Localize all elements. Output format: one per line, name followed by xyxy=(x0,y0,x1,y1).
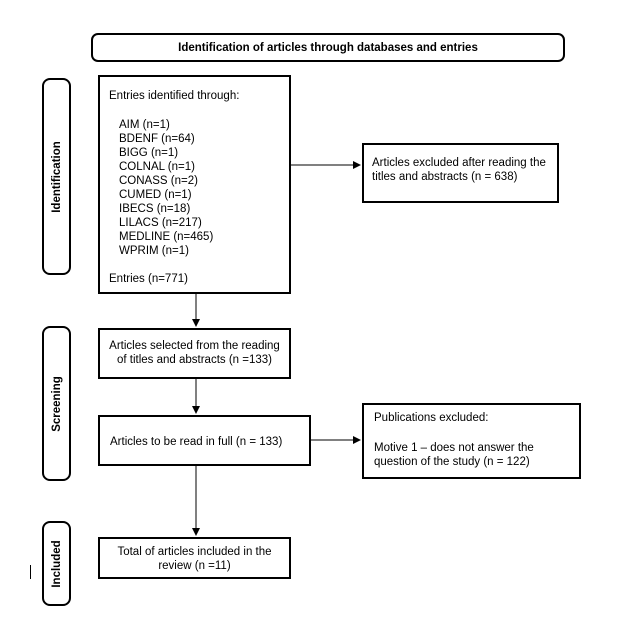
excluded-titles-box: Articles excluded after reading the titl… xyxy=(362,143,559,203)
publications-excluded-reason: Motive 1 – does not answer the question … xyxy=(374,442,534,468)
database-item: COLNAL (n=1) xyxy=(119,161,195,173)
full-read-text: Articles to be read in full (n = 133) xyxy=(110,436,283,448)
included-box: Total of articles included in the review… xyxy=(98,537,291,579)
publications-excluded-title: Publications excluded: xyxy=(374,412,489,424)
database-item: WPRIM (n=1) xyxy=(119,245,189,257)
selected-box: Articles selected from the reading of ti… xyxy=(98,328,291,379)
database-item: BIGG (n=1) xyxy=(119,147,179,159)
selected-text: Articles selected from the reading of ti… xyxy=(109,340,280,366)
database-item: MEDLINE (n=465) xyxy=(119,231,214,243)
database-item: AIM (n=1) xyxy=(119,119,170,131)
database-item: LILACS (n=217) xyxy=(119,217,202,229)
full-read-box: Articles to be read in full (n = 133) xyxy=(98,415,311,466)
database-list: AIM (n=1) BDENF (n=64) BIGG (n=1) COLNAL… xyxy=(119,118,213,258)
header-box: Identification of articles through datab… xyxy=(91,33,565,62)
entries-title: Entries identified through: xyxy=(109,90,240,102)
margin-mark xyxy=(30,565,31,579)
entries-total: Entries (n=771) xyxy=(109,273,188,285)
entries-box: Entries identified through: AIM (n=1) BD… xyxy=(98,75,291,294)
database-item: CUMED (n=1) xyxy=(119,189,192,201)
excluded-titles-text: Articles excluded after reading the titl… xyxy=(372,157,546,183)
header-title: Identification of articles through datab… xyxy=(178,42,478,54)
stage-screening: Screening xyxy=(42,326,71,481)
publications-excluded-box: Publications excluded: Motive 1 – does n… xyxy=(362,403,581,479)
database-item: BDENF (n=64) xyxy=(119,133,195,145)
stage-identification: Identification xyxy=(42,78,71,275)
database-item: CONASS (n=2) xyxy=(119,175,198,187)
database-item: IBECS (n=18) xyxy=(119,203,191,215)
stage-included: Included xyxy=(42,521,71,606)
included-text: Total of articles included in the review… xyxy=(117,546,272,572)
